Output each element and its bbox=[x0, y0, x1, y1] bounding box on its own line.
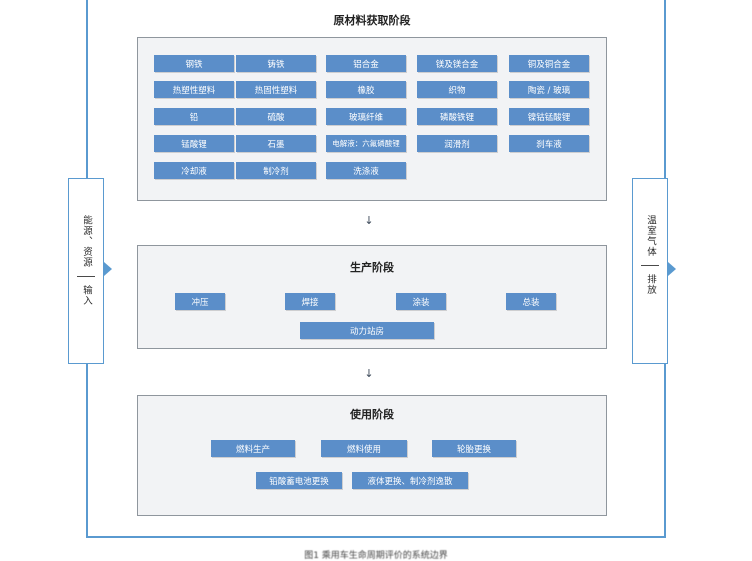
use-chip: 燃料使用 bbox=[321, 440, 407, 457]
raw-material-chip: 洗涤液 bbox=[326, 162, 406, 179]
raw-material-chip: 陶瓷 / 玻璃 bbox=[509, 81, 589, 98]
raw-material-chip: 热固性塑料 bbox=[236, 81, 316, 98]
input-panel-divider bbox=[77, 275, 95, 277]
production-chip: 总装 bbox=[506, 293, 556, 310]
emission-panel-label-bottom: 排放 bbox=[645, 274, 656, 295]
raw-material-stage-title: 原材料获取阶段 bbox=[333, 14, 411, 27]
figure-caption: 图1 乘用车生命周期评价的系统边界 bbox=[304, 551, 448, 561]
raw-material-chip: 铅 bbox=[154, 108, 234, 125]
raw-material-chip: 电解液：六氟磷酸锂 bbox=[326, 135, 406, 152]
raw-material-chip: 制冷剂 bbox=[236, 162, 316, 179]
input-panel-label-top: 能源、资源 bbox=[81, 215, 92, 268]
production-chip: 冲压 bbox=[175, 293, 225, 310]
raw-material-chip: 磷酸铁锂 bbox=[417, 108, 497, 125]
raw-material-chip: 橡胶 bbox=[326, 81, 406, 98]
use-chip: 轮胎更换 bbox=[432, 440, 516, 457]
use-chip: 铅酸蓄电池更换 bbox=[256, 472, 342, 489]
emission-panel-divider bbox=[641, 265, 659, 266]
raw-material-chip: 石墨 bbox=[236, 135, 316, 152]
raw-material-chip: 镍钴锰酸锂 bbox=[509, 108, 589, 125]
use-stage: 使用阶段 燃料生产 燃料使用 轮胎更换铅酸蓄电池更换液体更换、制冷剂逸散 bbox=[137, 395, 607, 516]
raw-material-chip: 玻璃纤维 bbox=[326, 108, 406, 125]
production-stage: 生产阶段 冲压 焊接 涂装 总装动力站房 bbox=[137, 245, 607, 349]
raw-material-chip: 刹车液 bbox=[509, 135, 589, 152]
down-arrow-icon: ↓ bbox=[364, 214, 374, 227]
use-chip: 液体更换、制冷剂逸散 bbox=[352, 472, 468, 489]
raw-material-chip: 铜及铜合金 bbox=[509, 55, 589, 72]
production-chip: 涂装 bbox=[396, 293, 446, 310]
raw-material-chip: 锰酸锂 bbox=[154, 135, 234, 152]
input-panel-label-bottom: 输入 bbox=[81, 284, 92, 306]
raw-material-chip: 织物 bbox=[417, 81, 497, 98]
down-arrow-icon: ↓ bbox=[364, 367, 374, 380]
production-chip: 焊接 bbox=[285, 293, 335, 310]
emission-panel: 温室气体 排放 bbox=[632, 178, 668, 364]
emission-panel-label-top: 温室气体 bbox=[645, 215, 656, 257]
production-chip: 动力站房 bbox=[300, 322, 434, 339]
raw-material-chip: 铸铁 bbox=[236, 55, 316, 72]
raw-material-chip: 铝合金 bbox=[326, 55, 406, 72]
input-panel: 能源、资源 输入 bbox=[68, 178, 104, 364]
raw-material-chip: 镁及镁合金 bbox=[417, 55, 497, 72]
input-arrow-icon bbox=[104, 262, 112, 276]
production-stage-title: 生产阶段 bbox=[350, 261, 394, 274]
raw-material-chip: 热塑性塑料 bbox=[154, 81, 234, 98]
raw-material-stage: 原材料获取阶段 钢铁铸铁铝合金镁及镁合金铜及铜合金热塑性塑料热固性塑料橡胶织物陶… bbox=[137, 14, 607, 201]
raw-material-chip: 钢铁 bbox=[154, 55, 234, 72]
use-stage-title: 使用阶段 bbox=[350, 408, 394, 421]
raw-material-chip: 冷却液 bbox=[154, 162, 234, 179]
emission-arrow-icon bbox=[668, 262, 676, 276]
use-chip: 燃料生产 bbox=[211, 440, 295, 457]
raw-material-chip: 润滑剂 bbox=[417, 135, 497, 152]
raw-material-chip: 硫酸 bbox=[236, 108, 316, 125]
